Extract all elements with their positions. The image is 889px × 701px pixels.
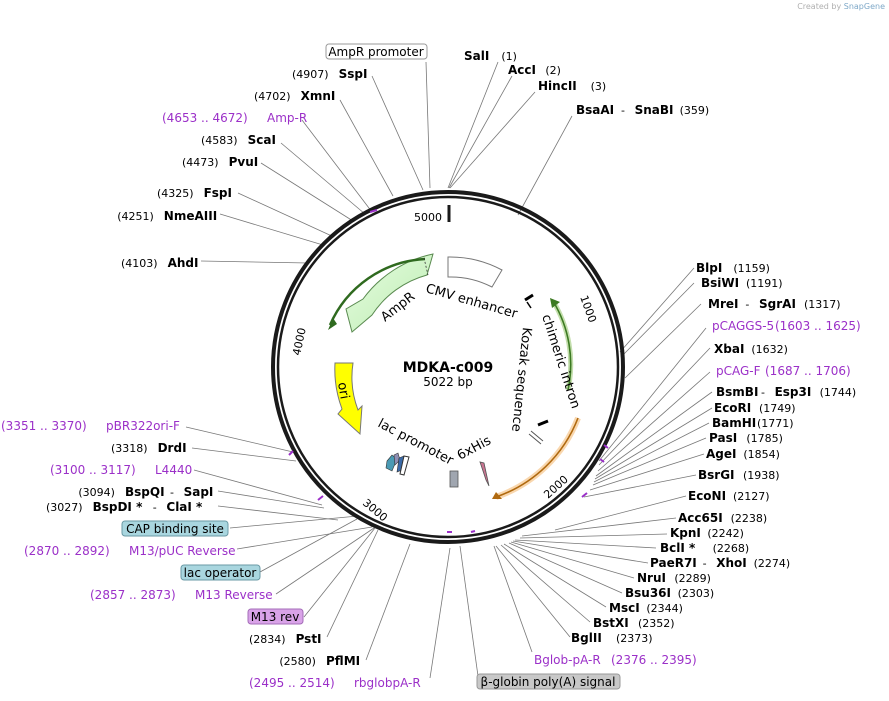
- cmv-enhancer-label: CMV enhancer: [424, 281, 520, 322]
- site-left-6: (4251)NmeAIII: [117, 209, 217, 223]
- site-left-0: (4907)SspI: [292, 67, 367, 81]
- site-left-11: (3094)BspQI-SapI: [78, 485, 213, 499]
- site-left-7: (4103)AhdI: [121, 256, 198, 270]
- site-right-4: BlpI(1159): [696, 261, 770, 275]
- polya-feature: [449, 470, 459, 488]
- site-labels-left: (4907)SspI (4702)XmnI (4653 .. 4672)Amp-R (…: [1, 67, 421, 690]
- site-right-9: pCAG-F(1687 .. 1706): [716, 364, 851, 378]
- site-right-13: PasI(1785): [709, 431, 783, 445]
- svg-text:lac operator: lac operator: [184, 566, 257, 580]
- site-right-23: MscI(2344): [609, 601, 683, 615]
- box-lac-operator: lac operator: [180, 564, 261, 581]
- site-right-25: BglII(2373): [571, 631, 653, 645]
- features: [328, 253, 581, 500]
- kozak-label: Kozak sequence: [508, 327, 534, 433]
- site-right-11: EcoRI(1749): [714, 401, 796, 415]
- site-left-2: (4653 .. 4672)Amp-R: [162, 111, 307, 125]
- site-left-10: (3100 .. 3117)L4440: [50, 463, 192, 477]
- site-right-8: XbaI(1632): [714, 342, 788, 356]
- site-labels-right: SalI(1)AccI(2) HincII(3) BsaAI-SnaBI(359) B…: [464, 49, 861, 667]
- site-right-2: HincII(3): [538, 79, 606, 93]
- site-right-0: SalI(1): [464, 49, 517, 63]
- svg-text:β-globin poly(A) signal: β-globin poly(A) signal: [481, 675, 616, 689]
- svg-text:CAP binding site: CAP binding site: [126, 522, 224, 536]
- site-right-17: Acc65I(2238): [678, 511, 767, 525]
- site-right-12: BamHI(1771): [712, 416, 794, 430]
- site-left-1: (4702)XmnI: [254, 89, 335, 103]
- ori-arrow: [334, 362, 363, 436]
- site-right-21: NruI(2289): [637, 571, 711, 585]
- site-right-15: BsrGI(1938): [698, 468, 780, 482]
- site-right-1: AccI(2): [508, 63, 561, 77]
- site-right-10: BsmBI-Esp3I(1744): [716, 385, 856, 399]
- site-left-13: (2870 .. 2892)M13/pUC Reverse: [24, 544, 236, 558]
- tick-4000: 4000: [290, 327, 309, 357]
- site-left-15: (2834)PstI: [249, 632, 322, 646]
- site-right-3: BsaAI-SnaBI(359): [576, 103, 709, 117]
- primer-ticks: [288, 209, 609, 533]
- box-cap-binding-site: CAP binding site: [121, 520, 229, 537]
- feature-boxes: AmpR promoter CAP binding site lac opera…: [121, 43, 621, 690]
- ampr-arrow: [345, 253, 434, 333]
- tick-1000: 1000: [577, 294, 599, 325]
- site-left-14: (2857 .. 2873)M13 Reverse: [90, 588, 273, 602]
- site-right-5: BsiWI(1191): [701, 276, 783, 290]
- site-right-24: BstXI(2352): [593, 616, 675, 630]
- site-right-22: Bsu36I(2303): [625, 586, 714, 600]
- svg-text:M13 rev: M13 rev: [251, 610, 300, 624]
- site-right-26: Bglob-pA-R(2376 .. 2395): [534, 653, 697, 667]
- site-left-4: (4473)PvuI: [182, 155, 258, 169]
- site-right-6: MreI-SgrAI(1317): [708, 297, 841, 311]
- plasmid-name: MDKA-c009: [403, 360, 494, 376]
- leader-lines: [185, 61, 713, 679]
- plasmid-backbone: [271, 190, 625, 544]
- site-right-19: BclI *(2268): [660, 541, 749, 555]
- site-left-3: (4583)ScaI: [201, 133, 276, 147]
- box-beta-globin-polya: β-globin poly(A) signal: [476, 673, 621, 690]
- svg-text:AmpR promoter: AmpR promoter: [328, 45, 423, 59]
- lac-region-features: [385, 452, 410, 476]
- plasmid-length: 5022 bp: [423, 375, 473, 389]
- site-left-8: (3351 .. 3370)pBR322ori-F: [1, 419, 180, 433]
- snapgene-credit: Created by SnapGene: [797, 2, 885, 11]
- site-left-9: (3318)DrdI: [111, 441, 187, 455]
- chimeric-intron-label: chimeric intron: [538, 313, 583, 411]
- ori-label: ori: [334, 381, 352, 400]
- box-m13-rev: M13 rev: [247, 608, 304, 625]
- 6xhis-label: 6xHis: [455, 433, 494, 463]
- site-right-7: pCAGGS-5(1603 .. 1625): [712, 319, 861, 333]
- site-left-17: (2495 .. 2514)rbglobpA-R: [249, 676, 421, 690]
- site-right-20: PaeR7I-XhoI(2274): [650, 556, 790, 570]
- site-right-14: AgeI(1854): [706, 447, 780, 461]
- 6xhis-feature: [479, 461, 490, 487]
- tick-5000: 5000: [414, 211, 442, 224]
- site-left-5: (4325)FspI: [157, 186, 232, 200]
- ampr-outer-arc: [328, 257, 426, 326]
- cmv-enhancer-arrow: [447, 256, 503, 288]
- site-right-16: EcoNI(2127): [688, 489, 770, 503]
- site-left-16: (2580)PflMI: [279, 654, 360, 668]
- site-left-12: (3027)BspDI *-ClaI *: [46, 500, 203, 514]
- site-right-18: KpnI(2242): [670, 526, 744, 540]
- box-ampr-promoter: AmpR promoter: [325, 43, 428, 60]
